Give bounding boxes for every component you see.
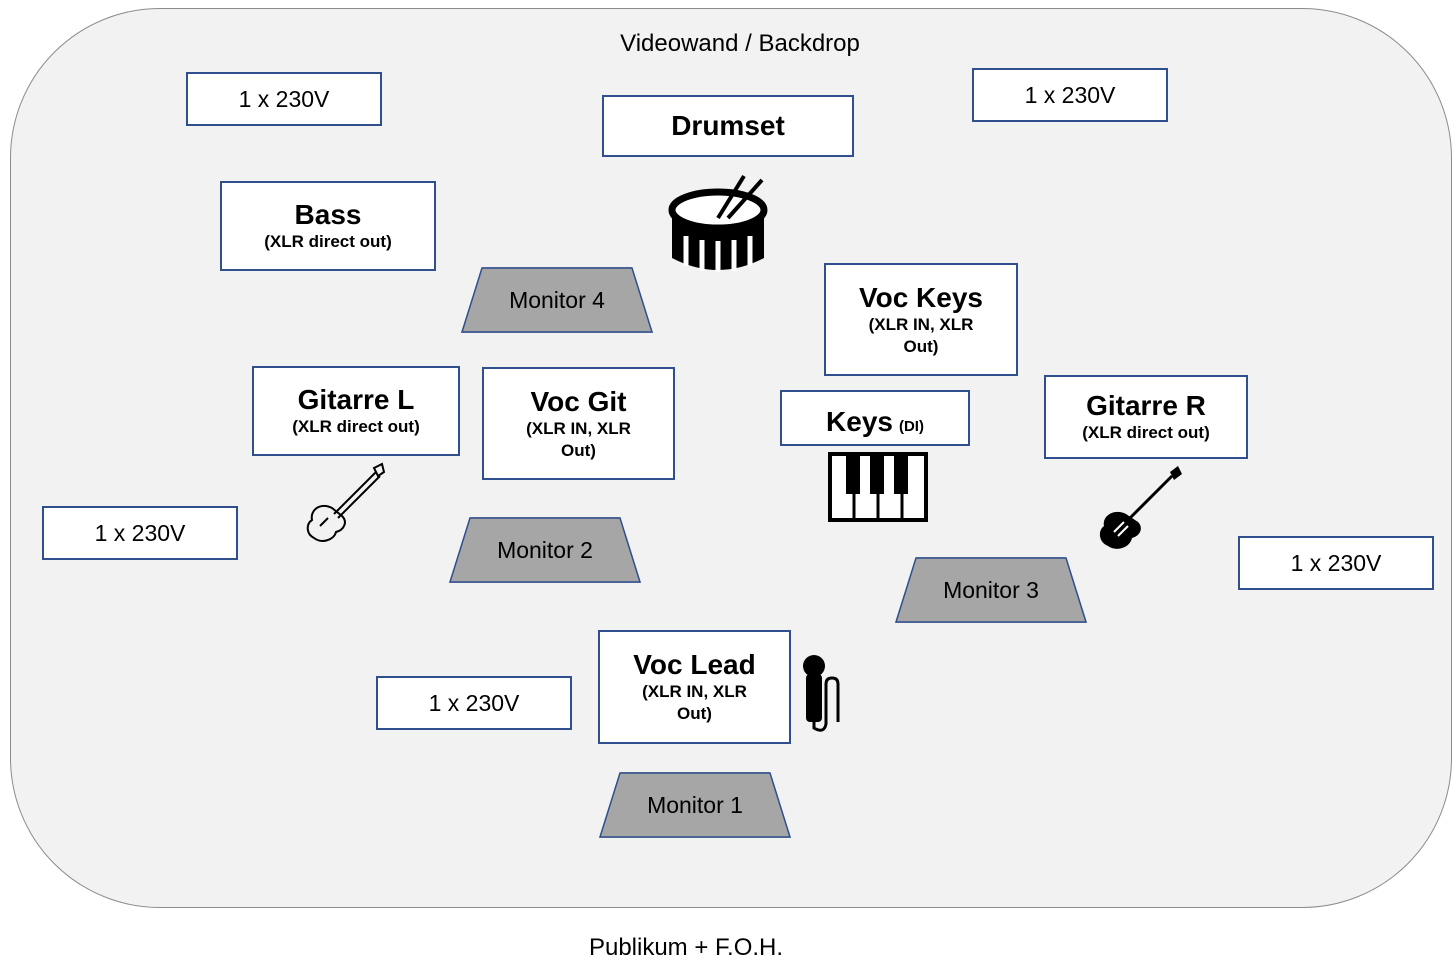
bass-subtitle: (XLR direct out)	[264, 232, 392, 251]
keys-box: Keys (DI)	[780, 390, 970, 446]
drum-icon	[668, 174, 768, 272]
guitar-right-box: Gitarre R (XLR direct out)	[1044, 375, 1248, 459]
audience-label: Publikum + F.O.H.	[588, 934, 784, 961]
bass-title: Bass	[294, 199, 362, 230]
power-outlet-mid-left: 1 x 230V	[42, 506, 238, 560]
voc-git-title: Voc Git	[530, 385, 627, 417]
monitor-4-label: Monitor 4	[509, 286, 605, 313]
monitor-3-label: Monitor 3	[943, 576, 1039, 603]
monitor-3-outline	[894, 557, 1088, 623]
voc-keys-title: Voc Keys	[859, 281, 983, 313]
piano-keys-icon	[828, 452, 928, 522]
monitor-4: Monitor 4	[461, 267, 653, 333]
monitor-1: Monitor 1	[599, 772, 791, 838]
guitar-left-title: Gitarre L	[297, 384, 415, 415]
voc-lead-box: Voc Lead (XLR IN, XLR Out)	[598, 630, 791, 744]
drumset-title: Drumset	[671, 110, 785, 141]
drumset-box: Drumset	[602, 95, 854, 157]
voc-git-sub-line1: (XLR IN, XLR	[526, 418, 631, 438]
guitar-left-box: Gitarre L (XLR direct out)	[252, 366, 460, 456]
monitor-1-label: Monitor 1	[647, 791, 743, 818]
keys-subtitle: (DI)	[898, 418, 924, 435]
monitor-1-outline	[598, 772, 792, 838]
guitar-right-subtitle: (XLR direct out)	[1082, 423, 1210, 442]
microphone-icon	[803, 655, 840, 732]
voc-git-sub-line2: Out)	[561, 440, 596, 460]
stage-top-label: Videowand / Backdrop	[620, 30, 860, 57]
voc-keys-sub-line1: (XLR IN, XLR	[868, 314, 974, 334]
voc-keys-sub-line2: Out)	[903, 336, 939, 356]
monitor-2-label: Monitor 2	[497, 536, 593, 563]
voc-lead-title: Voc Lead	[633, 649, 756, 680]
electric-guitar-outline-icon	[306, 462, 386, 542]
keys-title: Keys	[826, 406, 893, 437]
monitor-3: Monitor 3	[895, 557, 1087, 623]
power-outlet-mid-right: 1 x 230V	[1238, 536, 1434, 590]
guitar-left-subtitle: (XLR direct out)	[292, 417, 420, 436]
bass-box: Bass (XLR direct out)	[220, 181, 436, 271]
monitor-4-outline	[460, 267, 654, 333]
power-outlet-back-right: 1 x 230V	[972, 68, 1168, 122]
guitar-right-title: Gitarre R	[1086, 390, 1206, 421]
electric-guitar-icon	[1099, 466, 1182, 549]
monitor-2: Monitor 2	[449, 517, 641, 583]
voc-git-box: Voc Git (XLR IN, XLR Out)	[482, 367, 675, 480]
voc-lead-sub-line1: (XLR IN, XLR	[642, 682, 747, 701]
voc-lead-sub-line2: Out)	[677, 704, 712, 723]
monitor-2-outline	[448, 517, 642, 583]
power-outlet-back-left: 1 x 230V	[186, 72, 382, 126]
power-outlet-front: 1 x 230V	[376, 676, 572, 730]
voc-keys-box: Voc Keys (XLR IN, XLR Out)	[824, 263, 1018, 376]
